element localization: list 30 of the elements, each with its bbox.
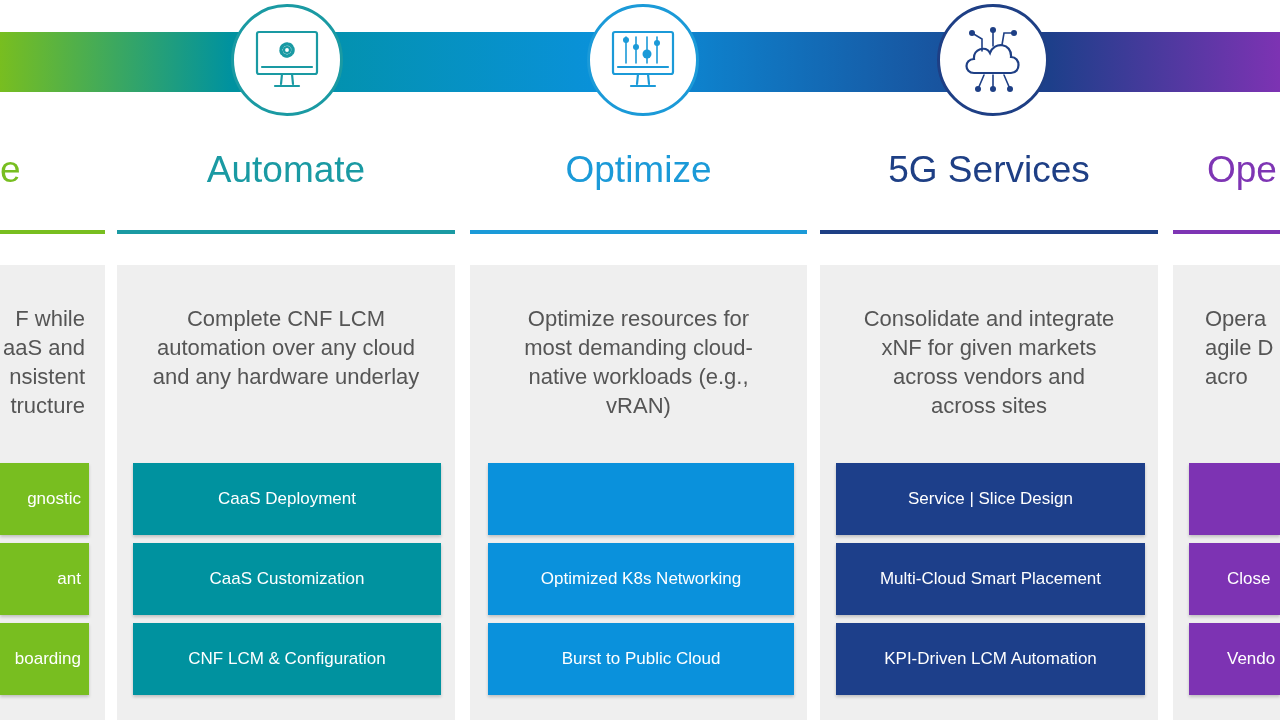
feature-box: gnostic — [0, 463, 89, 535]
column-description: Optimize resources for most demanding cloud-native workloads (e.g., vRAN) — [523, 305, 754, 420]
feature-box: ant — [0, 543, 89, 615]
feature-box: Optimized K8s Networking — [488, 543, 794, 615]
column-panel — [0, 265, 105, 720]
column-description: Consolidate and integrate xNF for given markets across vendors and across sites — [862, 305, 1116, 420]
feature-box: Vendo — [1189, 623, 1280, 695]
feature-box: KPI-Driven LCM Automation — [836, 623, 1145, 695]
column-title: Automate — [205, 148, 367, 192]
column-panel — [470, 265, 807, 720]
feature-box — [1189, 463, 1280, 535]
column-panel — [117, 265, 455, 720]
column-title: Ope — [1207, 148, 1277, 192]
feature-box: Burst to Public Cloud — [488, 623, 794, 695]
column-panel — [820, 265, 1158, 720]
column-description: Opera agile D acro — [1205, 305, 1275, 391]
feature-box: Close — [1189, 543, 1280, 615]
column-description: Complete CNF LCM automation over any cloud and any hardware underlay — [151, 305, 421, 391]
column-description: F while aaS and nsistent tructure — [2, 305, 85, 420]
feature-box — [488, 463, 794, 535]
column-panel — [1173, 265, 1280, 720]
feature-box: Multi-Cloud Smart Placement — [836, 543, 1145, 615]
feature-box: CaaS Deployment — [133, 463, 441, 535]
column-title: 5G Services — [887, 148, 1091, 192]
column-title: Optimize — [564, 148, 713, 192]
feature-box: CaaS Customization — [133, 543, 441, 615]
column-title: e — [0, 148, 19, 192]
feature-box: CNF LCM & Configuration — [133, 623, 441, 695]
feature-box: boarding — [0, 623, 89, 695]
feature-box: Service | Slice Design — [836, 463, 1145, 535]
